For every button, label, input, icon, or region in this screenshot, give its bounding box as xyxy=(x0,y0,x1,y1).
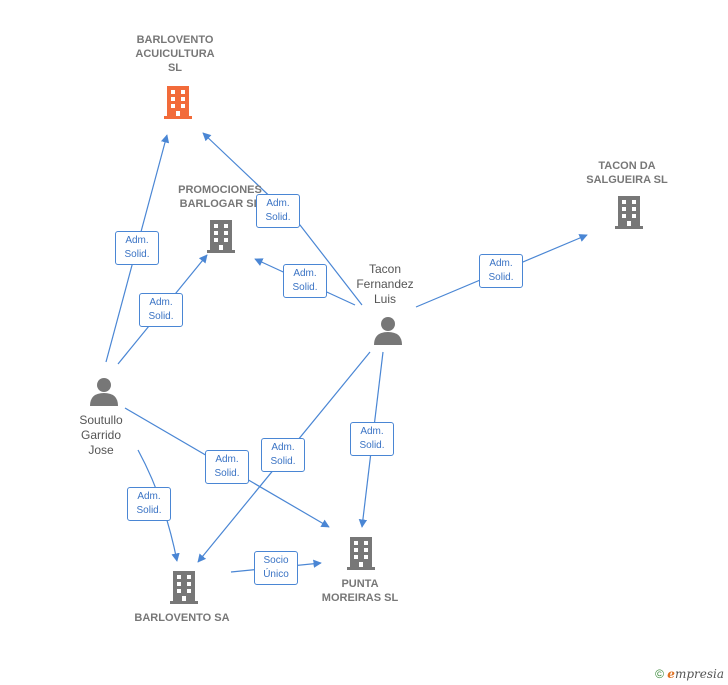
relation-label: Adm. Solid. xyxy=(115,231,159,265)
relation-label: Adm. Solid. xyxy=(139,293,183,327)
brand-name: mpresia xyxy=(674,667,724,681)
empresia-logo: empresia xyxy=(667,667,724,681)
person-icon xyxy=(374,317,402,345)
brand-footer: © empresia xyxy=(655,667,724,681)
person-icon xyxy=(90,378,118,406)
company-label-barlovento-acuicultura[interactable]: BARLOVENTO ACUICULTURA SL xyxy=(135,34,215,74)
building-icon xyxy=(207,220,235,253)
person-label-soutullo-garrido-jose[interactable]: Soutullo Garrido Jose xyxy=(79,413,123,457)
building-icon xyxy=(615,196,643,229)
company-label-barlovento-sa[interactable]: BARLOVENTO SA xyxy=(134,612,230,624)
relation-label: Adm. Solid. xyxy=(283,264,327,298)
relation-label: Adm. Solid. xyxy=(479,254,523,288)
building-icon xyxy=(347,537,375,570)
relation-label: Adm. Solid. xyxy=(350,422,394,456)
building-icon xyxy=(170,571,198,604)
edge-tacon-acuicultura xyxy=(202,132,363,306)
relation-label: Adm. Solid. xyxy=(205,450,249,484)
building-icon xyxy=(164,86,192,119)
company-label-punta-moreiras[interactable]: PUNTA MOREIRAS SL xyxy=(321,578,399,604)
brand-initial: e xyxy=(667,667,675,681)
person-label-tacon-fernandez-luis[interactable]: Tacon Fernandez Luis xyxy=(356,262,414,306)
relation-label: Adm. Solid. xyxy=(127,487,171,521)
copyright-symbol: © xyxy=(655,667,664,681)
relation-label: Adm. Solid. xyxy=(261,438,305,472)
company-label-tacon-da-salgueira[interactable]: TACON DA SALGUEIRA SL xyxy=(586,160,668,186)
relation-label: Adm. Solid. xyxy=(256,194,300,228)
relation-label: Socio Único xyxy=(254,551,298,585)
